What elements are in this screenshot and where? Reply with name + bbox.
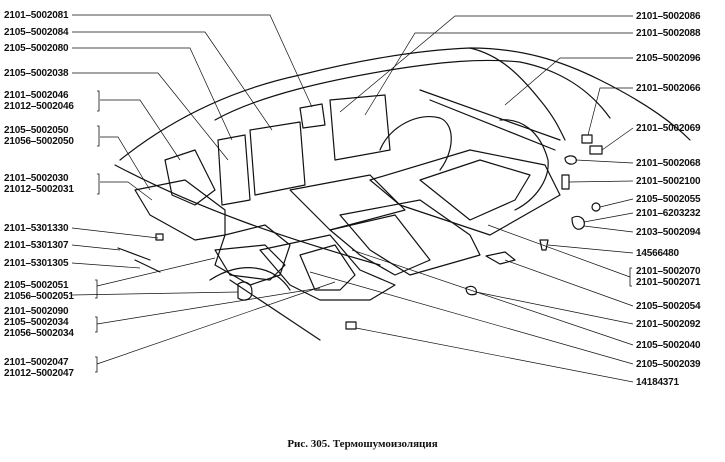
label-14184371: 14184371	[636, 377, 679, 388]
label-2105-5002040: 2105–5002040	[636, 340, 701, 351]
label-2105-5002034: 2105–5002034	[4, 317, 69, 328]
trunk-strip-2	[429, 99, 556, 151]
floor-mat-center	[289, 174, 406, 231]
label-2101-6203232: 2101–6203232	[636, 208, 701, 219]
part-5002092	[465, 285, 477, 296]
panel-5002084	[249, 121, 306, 196]
part-5002100	[561, 174, 570, 190]
label-2105-5002038: 2105–5002038	[4, 68, 69, 79]
panel-5002080	[217, 134, 251, 206]
label-2101-5301305: 2101–5301305	[4, 258, 69, 269]
part-5002090	[237, 281, 253, 301]
label-21012-5002031: 21012–5002031	[4, 184, 74, 195]
rear-floor-panel	[369, 149, 561, 236]
rear-floor-inner	[419, 159, 531, 221]
panel-5002081	[299, 103, 326, 129]
roof-line	[469, 47, 566, 141]
label-2101-5002070: 2101–5002070	[636, 266, 701, 277]
label-2105-5002055: 2105–5002055	[636, 194, 701, 205]
label-2101-5002092: 2101–5002092	[636, 319, 701, 330]
label-2101-5002086: 2101–5002086	[636, 11, 701, 22]
label-2101-5002066: 2101–5002066	[636, 83, 701, 94]
label-2101-5002100: 2101–5002100	[636, 176, 701, 187]
label-2105-5002096: 2105–5002096	[636, 53, 701, 64]
front-wheel-arch	[209, 267, 291, 291]
label-2101-5002081: 2101–5002081	[4, 10, 69, 21]
figure-caption: Рис. 305. Термошумоизоляция	[287, 438, 438, 450]
label-2101-5301330: 2101–5301330	[4, 223, 69, 234]
rear-window-frame	[214, 59, 611, 121]
part-14566480	[539, 239, 549, 251]
plug-5002066	[581, 134, 593, 144]
floor-mat-rear	[339, 199, 481, 276]
trunk-strip	[419, 89, 561, 141]
plug-5002069	[589, 145, 603, 155]
panel-5002034	[299, 244, 356, 291]
label-2101-5002071: 2101–5002071	[636, 277, 701, 288]
label-21012-5002047: 21012–5002047	[4, 368, 74, 379]
rear-wheel-arch	[379, 116, 452, 171]
label-2105-5002080: 2105–5002080	[4, 43, 69, 54]
body-outline	[119, 47, 691, 161]
body-side-line	[114, 164, 381, 266]
part-5002054	[485, 251, 516, 265]
label-2101-5301307: 2101–5301307	[4, 240, 69, 251]
label-2101-5002088: 2101–5002088	[636, 28, 701, 39]
label-21056-5002034: 21056–5002034	[4, 328, 74, 339]
label-14566480: 14566480	[636, 248, 679, 259]
label-2101-5002090: 2101–5002090	[4, 306, 69, 317]
right-wheel-arch	[499, 119, 549, 211]
plug-5002068	[564, 155, 577, 165]
label-2101-5002068: 2101–5002068	[636, 158, 701, 169]
panel-5002051	[214, 244, 286, 281]
lower-body-line	[229, 279, 321, 341]
label-2105-5002039: 2105–5002039	[636, 359, 701, 370]
label-2103-5002094: 2103–5002094	[636, 227, 701, 238]
part-6203232	[571, 215, 585, 230]
label-2101-5002030: 2101–5002030	[4, 173, 69, 184]
clip-5301330	[155, 233, 164, 241]
label-21056-5002051: 21056–5002051	[4, 291, 74, 302]
panel-5002086	[329, 94, 391, 161]
label-21056-5002050: 21056–5002050	[4, 136, 74, 147]
label-2101-5002046: 2101–5002046	[4, 90, 69, 101]
tunnel-cover	[329, 214, 431, 276]
part-14184371	[345, 321, 357, 330]
label-2105-5002084: 2105–5002084	[4, 27, 69, 38]
label-2105-5002054: 2105–5002054	[636, 301, 701, 312]
label-2105-5002050: 2105–5002050	[4, 125, 69, 136]
part-5002055	[591, 202, 601, 212]
label-21012-5002046: 21012–5002046	[4, 101, 74, 112]
label-2101-5002047: 2101–5002047	[4, 357, 69, 368]
label-2101-5002069: 2101–5002069	[636, 123, 701, 134]
rod-5301305	[134, 259, 161, 273]
panel-5002046	[164, 149, 216, 206]
rod-5301307	[117, 247, 151, 261]
label-2105-5002051: 2105–5002051	[4, 280, 69, 291]
firewall-panel	[214, 224, 291, 286]
